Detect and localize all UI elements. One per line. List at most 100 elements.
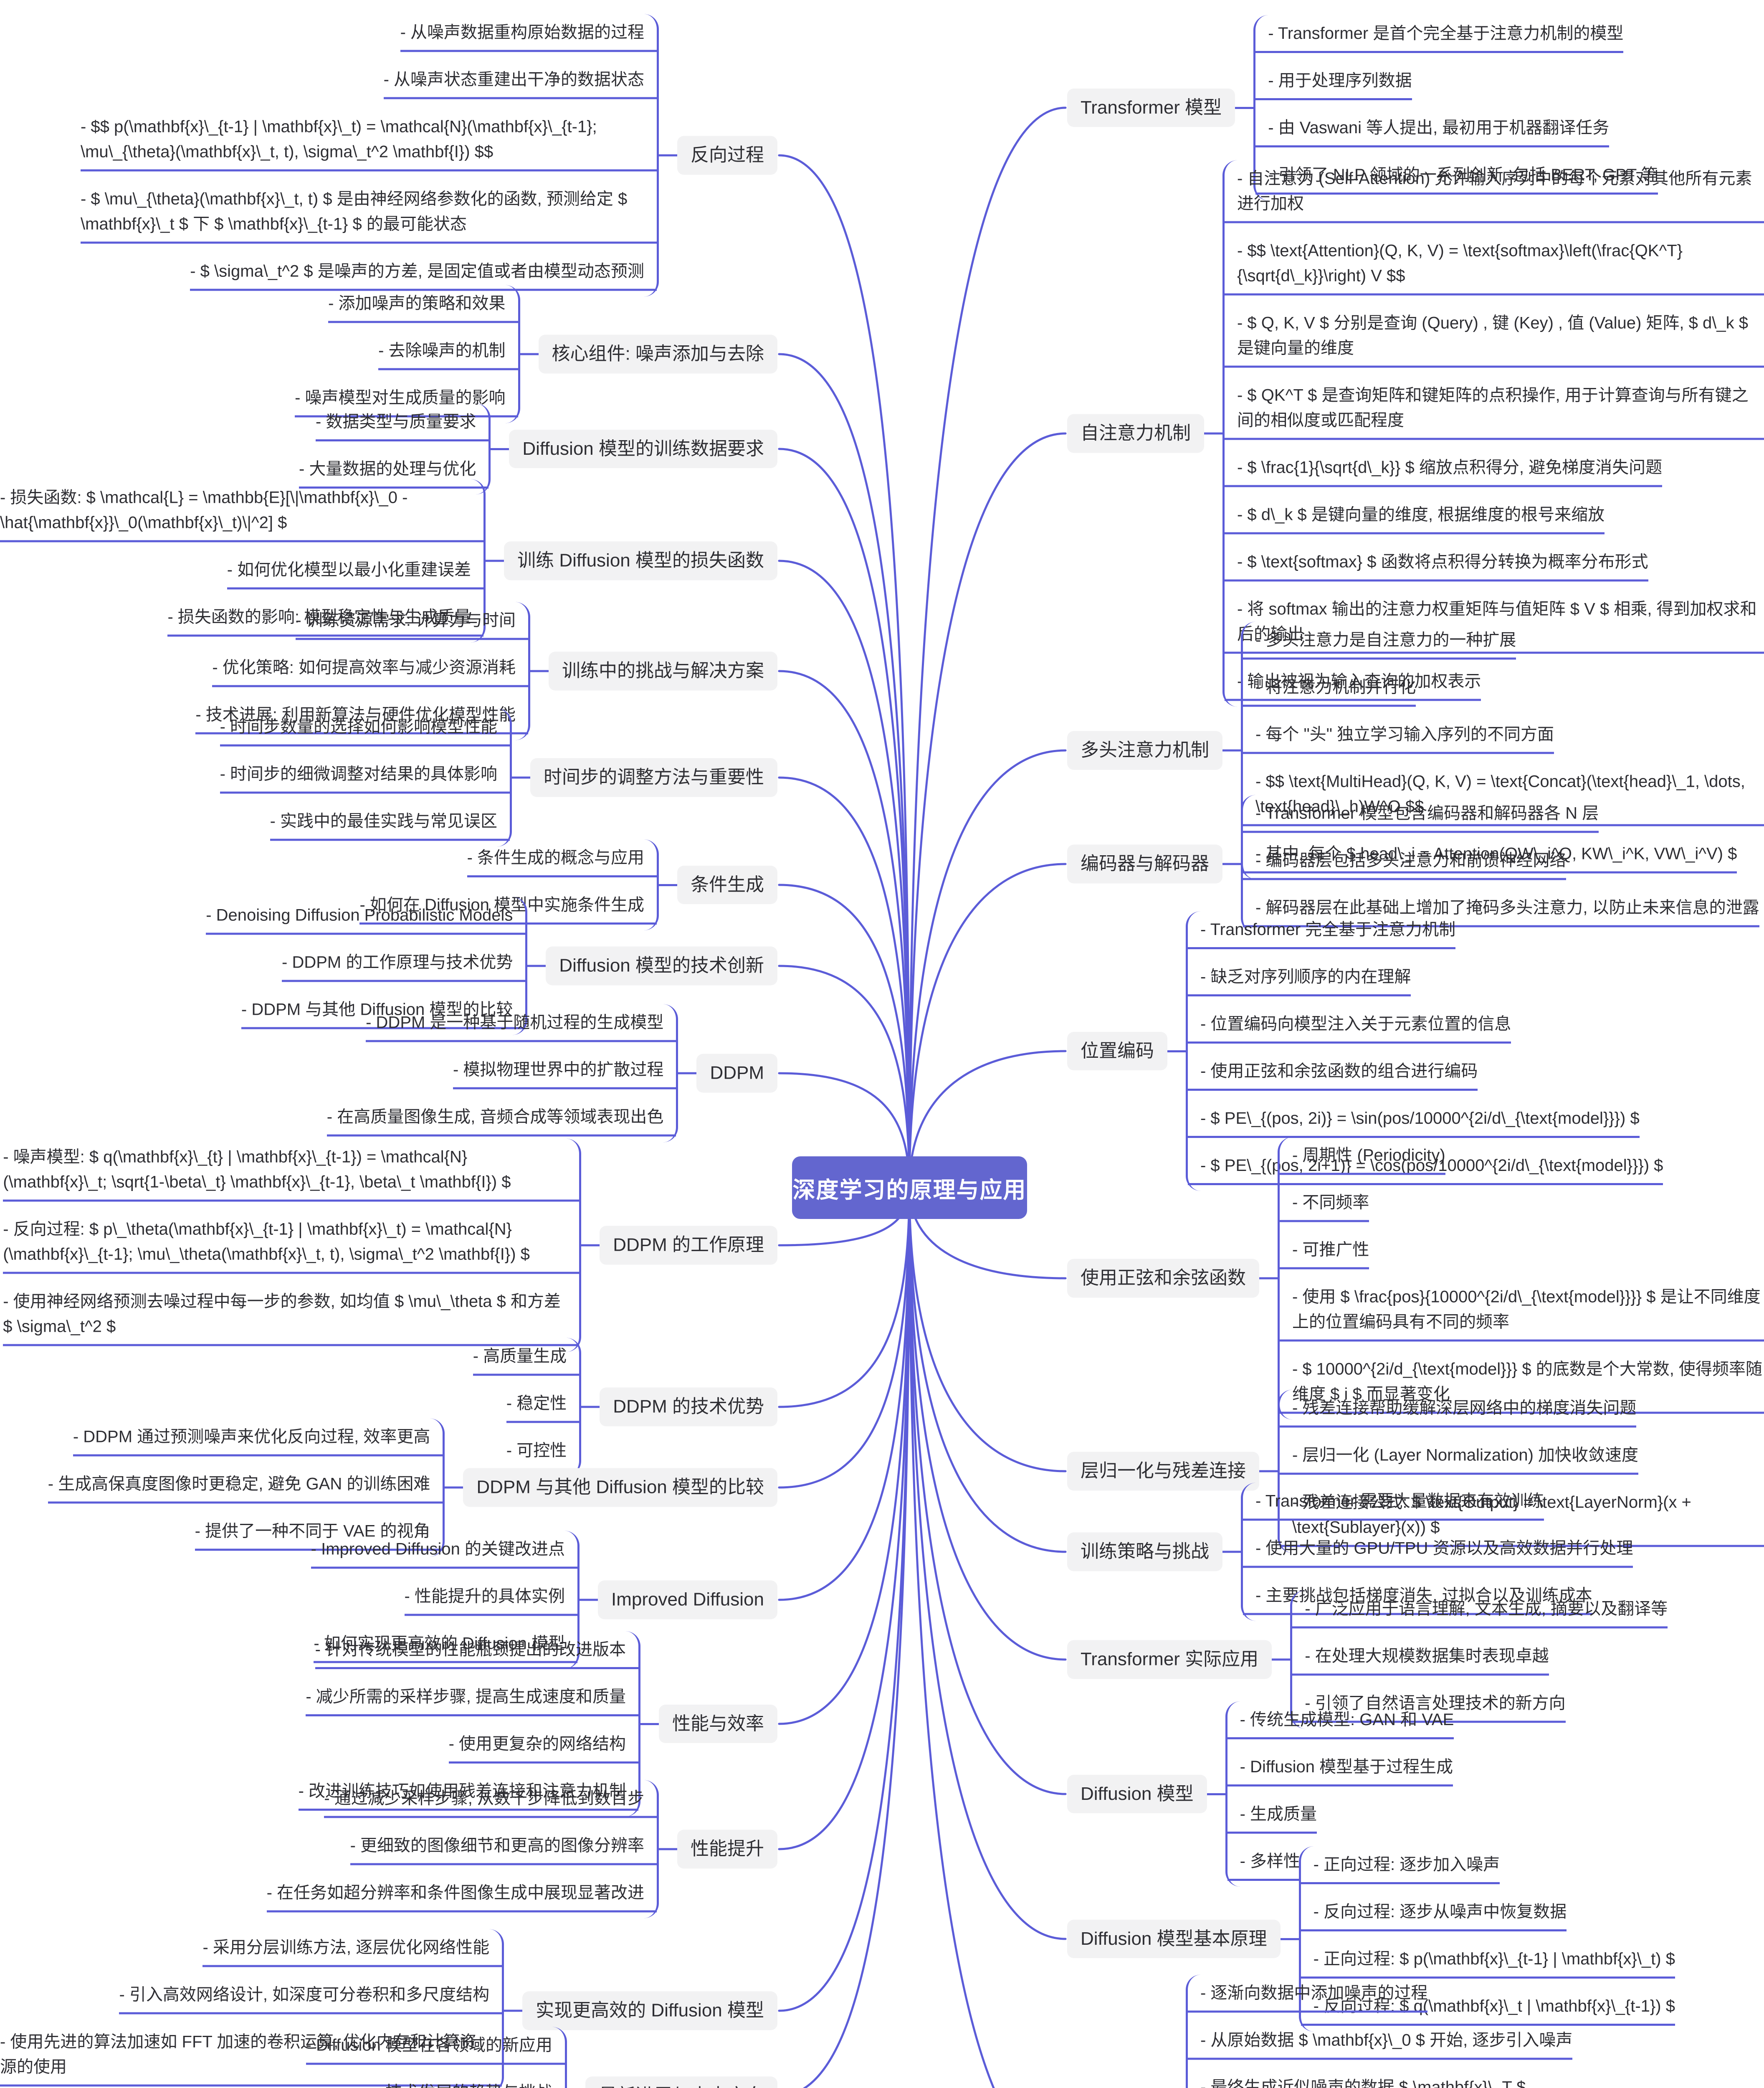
subtopic-item[interactable]: - 针对传统模型的性能瓶颈提出的改进版本 [315, 1637, 638, 1669]
subtopic-item[interactable]: - 优化策略: 如何提高效率与减少资源消耗 [212, 655, 528, 687]
subtopic-item[interactable]: - 生成高保真度图像时更稳定, 避免 GAN 的训练困难 [48, 1472, 443, 1504]
subtopic-item[interactable]: - Denoising Diffusion Probabilistic Mode… [206, 903, 526, 935]
topic-node[interactable]: DDPM 与其他 Diffusion 模型的比较 [463, 1468, 777, 1507]
subtopic-item[interactable]: - Improved Diffusion 的关键改进点 [311, 1537, 577, 1569]
subtopic-item[interactable]: - Transformer 模型包含编码器和解码器各 N 层 [1243, 801, 1599, 833]
subtopic-item[interactable]: - 训练资源需求: 计算力与时间 [296, 608, 528, 640]
subtopic-item[interactable]: - 在任务如超分辨率和条件图像生成中展现显著改进 [266, 1880, 657, 1913]
subtopic-item[interactable]: - 大量数据的处理与优化 [299, 456, 489, 489]
subtopic-item[interactable]: - 引领了 NLP 领域的一系列创新, 包括 BERT, GPT 等 [1255, 162, 1658, 195]
topic-node[interactable]: 条件生成 [677, 865, 777, 905]
subtopic-item[interactable]: - 如何优化模型以最小化重建误差 [227, 557, 484, 590]
topic-node[interactable]: 时间步的调整方法与重要性 [530, 758, 777, 797]
subtopic-item[interactable]: - 噪声模型: $ q(\mathbf{x}\_{t} | \mathbf{x}… [3, 1145, 580, 1202]
subtopic-item[interactable]: - 可推广性 [1280, 1237, 1369, 1270]
topic-node[interactable]: DDPM [696, 1054, 777, 1093]
subtopic-item[interactable]: - 使用正弦和余弦函数的组合进行编码 [1188, 1059, 1478, 1091]
subtopic-item[interactable]: - $$ p(\mathbf{x}\_{t-1} | \mathbf{x}\_t… [81, 114, 657, 172]
topic-node[interactable]: Diffusion 模型的训练数据要求 [509, 429, 777, 469]
subtopic-item[interactable]: - 模拟物理世界中的扩散过程 [453, 1057, 676, 1090]
topic-node[interactable]: 训练 Diffusion 模型的损失函数 [504, 541, 777, 580]
subtopic-item[interactable]: - 引领了自然语言处理技术的新方向 [1292, 1691, 1566, 1723]
topic-node[interactable]: 训练策略与挑战 [1067, 1532, 1222, 1571]
subtopic-item[interactable]: - DDPM 是一种基于随机过程的生成模型 [366, 1010, 676, 1042]
topic-node[interactable]: Diffusion 模型的技术创新 [546, 946, 777, 986]
subtopic-item[interactable]: - 使用 $ \frac{pos}{10000^{2i/d\_{\text{mo… [1280, 1285, 1764, 1342]
subtopic-item[interactable]: - $ \text{softmax} $ 函数将点积得分转换为概率分布形式 [1225, 550, 1648, 582]
subtopic-item[interactable]: - $ 10000^{2i/d_{\text{model}}} $ 的底数是个大… [1280, 1357, 1764, 1414]
subtopic-item[interactable]: - 稳定性 [506, 1391, 580, 1423]
subtopic-item[interactable]: - 技术进展: 利用新算法与硬件优化模型性能 [195, 702, 528, 735]
subtopic-item[interactable]: - 逐渐向数据中添加噪声的过程 [1188, 1981, 1428, 2013]
subtopic-item[interactable]: - 自注意力 (Self-Attention) 允许输入序列中的每个元素对其他所… [1225, 166, 1764, 223]
subtopic-item[interactable]: - 损失函数的影响: 模型稳定性与生成质量 [167, 605, 484, 637]
subtopic-item[interactable]: - 如何实现更高效的 Diffusion 模型 [314, 1631, 577, 1663]
subtopic-item[interactable]: - 由 Vaswani 等人提出, 最初用于机器翻译任务 [1255, 115, 1610, 147]
topic-node[interactable]: 反向过程 [677, 136, 777, 175]
subtopic-item[interactable]: - 噪声模型对生成质量的影响 [295, 385, 518, 418]
subtopic-item[interactable]: - 层归一化 (Layer Normalization) 加快收敛速度 [1280, 1443, 1639, 1475]
topic-node[interactable]: 最新进展与未来方向 [585, 2076, 777, 2088]
subtopic-item[interactable]: - 输出被视为输入查询的加权表示 [1225, 669, 1481, 701]
subtopic-item[interactable]: - 传统生成模型: GAN 和 VAE [1227, 1707, 1454, 1739]
subtopic-item[interactable]: - 从噪声状态重建出干净的数据状态 [383, 67, 657, 99]
topic-node[interactable]: 多头注意力机制 [1067, 731, 1222, 770]
topic-node[interactable]: 实现更高效的 Diffusion 模型 [522, 1991, 777, 2030]
subtopic-item[interactable]: - 条件生成的概念与应用 [467, 845, 657, 877]
subtopic-item[interactable]: - $ QK^T $ 是查询矩阵和键矩阵的点积操作, 用于计算查询与所有键之间的… [1225, 383, 1764, 440]
subtopic-item[interactable]: - 如何在 Diffusion 模型中实施条件生成 [359, 892, 657, 925]
subtopic-item[interactable]: - DDPM 与其他 Diffusion 模型的比较 [241, 997, 526, 1029]
topic-node[interactable]: DDPM 的工作原理 [600, 1226, 777, 1265]
subtopic-item[interactable]: - DDPM 的工作原理与技术优势 [282, 950, 526, 982]
subtopic-item[interactable]: - 更细致的图像细节和更高的图像分辨率 [350, 1833, 657, 1865]
topic-node[interactable]: 性能提升 [677, 1830, 777, 1869]
subtopic-item[interactable]: - $ \sigma\_t^2 $ 是噪声的方差, 是固定值或者由模型动态预测 [190, 259, 657, 291]
subtopic-item[interactable]: - 技术发展的趋势与挑战 [375, 2080, 565, 2088]
subtopic-item[interactable]: - Diffusion 模型基于过程生成 [1227, 1754, 1453, 1786]
subtopic-item[interactable]: - 引入高效网络设计, 如深度可分卷积和多尺度结构 [119, 1982, 502, 2015]
subtopic-item[interactable]: - $$ \text{Attention}(Q, K, V) = \text{s… [1225, 238, 1764, 296]
subtopic-item[interactable]: - 广泛应用于语言理解, 文本生成, 摘要以及翻译等 [1292, 1596, 1668, 1629]
subtopic-item[interactable]: - 每个 "头" 独立学习输入序列的不同方面 [1243, 722, 1554, 754]
subtopic-item[interactable]: - 减少所需的采样步骤, 提高生成速度和质量 [306, 1684, 638, 1716]
subtopic-item[interactable]: - 编码器层包括多头注意力和前馈神经网络 [1243, 848, 1567, 880]
subtopic-item[interactable]: - 残差连接帮助缓解深层网络中的梯度消失问题 [1280, 1396, 1637, 1428]
topic-node[interactable]: 使用正弦和余弦函数 [1067, 1259, 1259, 1298]
subtopic-item[interactable]: - 时间步的细微调整对结果的具体影响 [220, 762, 510, 794]
subtopic-item[interactable]: - 将注意力机制并行化 [1243, 675, 1416, 707]
subtopic-item[interactable]: - 使用更复杂的网络结构 [448, 1731, 638, 1764]
subtopic-item[interactable]: - 不同频率 [1280, 1190, 1369, 1222]
subtopic-item[interactable]: - 反向过程: $ p\_\theta(\mathbf{x}\_{t-1} | … [3, 1217, 580, 1274]
subtopic-item[interactable]: - 缺乏对序列顺序的内在理解 [1188, 964, 1411, 996]
topic-node[interactable]: 位置编码 [1067, 1031, 1167, 1071]
subtopic-item[interactable]: - 正向过程: $ p(\mathbf{x}\_{t-1} | \mathbf{… [1301, 1946, 1675, 1979]
topic-node[interactable]: 性能与效率 [659, 1704, 777, 1743]
subtopic-item[interactable]: - $ PE\_{(pos, 2i+1)} = \cos(pos/10000^{… [1188, 1153, 1663, 1185]
subtopic-item[interactable]: - 多头注意力是自注意力的一种扩展 [1243, 628, 1516, 660]
subtopic-item[interactable]: - 数据类型与质量要求 [315, 409, 489, 441]
subtopic-item[interactable]: - 多样性 [1227, 1849, 1301, 1881]
subtopic-item[interactable]: - 改进训练技巧如使用残差连接和注意力机制 [298, 1779, 638, 1811]
subtopic-item[interactable]: - DDPM 通过预测噪声来优化反向过程, 效率更高 [73, 1424, 443, 1457]
topic-node[interactable]: 自注意力机制 [1067, 414, 1204, 453]
subtopic-item[interactable]: - 用于处理序列数据 [1255, 68, 1412, 100]
central-topic[interactable]: 深度学习的原理与应用 [792, 1156, 1027, 1219]
subtopic-item[interactable]: - 性能提升的具体实例 [404, 1584, 577, 1616]
subtopic-item[interactable]: - 最终生成近似噪声的数据 $ \mathbf{x}\_T $ [1188, 2075, 1526, 2088]
subtopic-item[interactable]: - 在处理大规模数据集时表现卓越 [1292, 1644, 1549, 1676]
topic-node[interactable]: Improved Diffusion [597, 1580, 777, 1619]
subtopic-item[interactable]: - 使用神经网络预测去噪过程中每一步的参数, 如均值 $ \mu\_\theta… [3, 1289, 580, 1346]
topic-node[interactable]: Transformer 实际应用 [1067, 1640, 1272, 1679]
subtopic-item[interactable]: - 解码器层在此基础上增加了掩码多头注意力, 以防止未来信息的泄露 [1243, 895, 1759, 927]
subtopic-item[interactable]: - 主要挑战包括梯度消失, 过拟合以及训练成本 [1243, 1583, 1592, 1615]
subtopic-item[interactable]: - 在高质量图像生成, 音频合成等领域表现出色 [326, 1105, 676, 1137]
subtopic-item[interactable]: - 其中, 每个 $ head\_i = Attention(QW\_i^Q, … [1243, 841, 1737, 874]
subtopic-item[interactable]: - $ \mu\_{\theta}(\mathbf{x}\_t, t) $ 是由… [81, 187, 657, 244]
topic-node[interactable]: Diffusion 模型基本原理 [1067, 1919, 1281, 1959]
topic-node[interactable]: 训练中的挑战与解决方案 [549, 651, 777, 691]
subtopic-item[interactable]: - 通过减少采样步骤, 从数千步降低到数百步 [324, 1786, 657, 1818]
subtopic-item[interactable]: - 正向过程: 逐步加入噪声 [1301, 1852, 1500, 1884]
subtopic-item[interactable]: - $ \frac{1}{\sqrt{d\_k}} $ 缩放点积得分, 避免梯度… [1225, 455, 1663, 487]
subtopic-item[interactable]: - Transformer 是首个完全基于注意力机制的模型 [1255, 21, 1624, 53]
subtopic-item[interactable]: - $ Q, K, V $ 分别是查询 (Query) , 键 (Key) , … [1225, 311, 1764, 368]
